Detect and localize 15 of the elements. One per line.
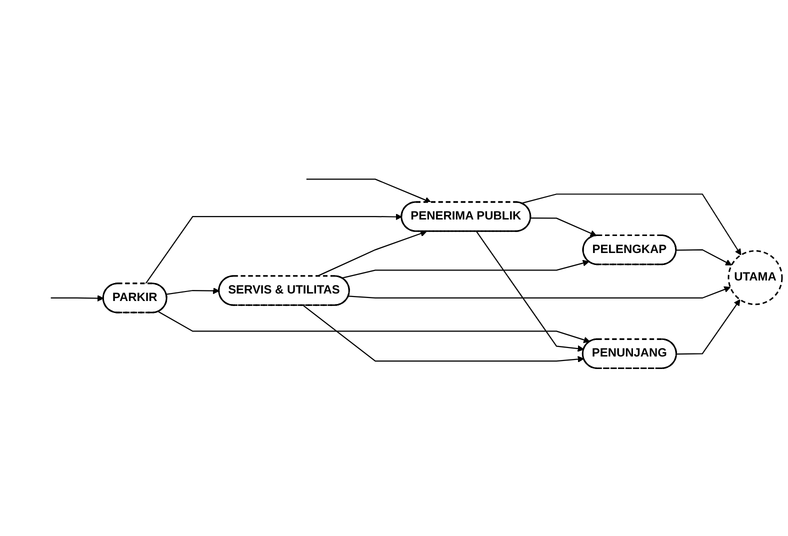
arrow (166, 287, 220, 295)
arrow (521, 193, 742, 256)
arrow (306, 178, 432, 204)
arrow (342, 260, 590, 279)
arrow (676, 299, 740, 354)
arrow (316, 230, 427, 277)
arrow (530, 217, 597, 236)
arrow (302, 304, 584, 362)
arrow (158, 311, 590, 343)
arrow (348, 286, 731, 298)
node-circle: UTAMA (728, 250, 783, 306)
arrow (676, 249, 732, 266)
arrow (476, 231, 584, 352)
arrow (145, 213, 402, 284)
arrow (50, 294, 104, 302)
